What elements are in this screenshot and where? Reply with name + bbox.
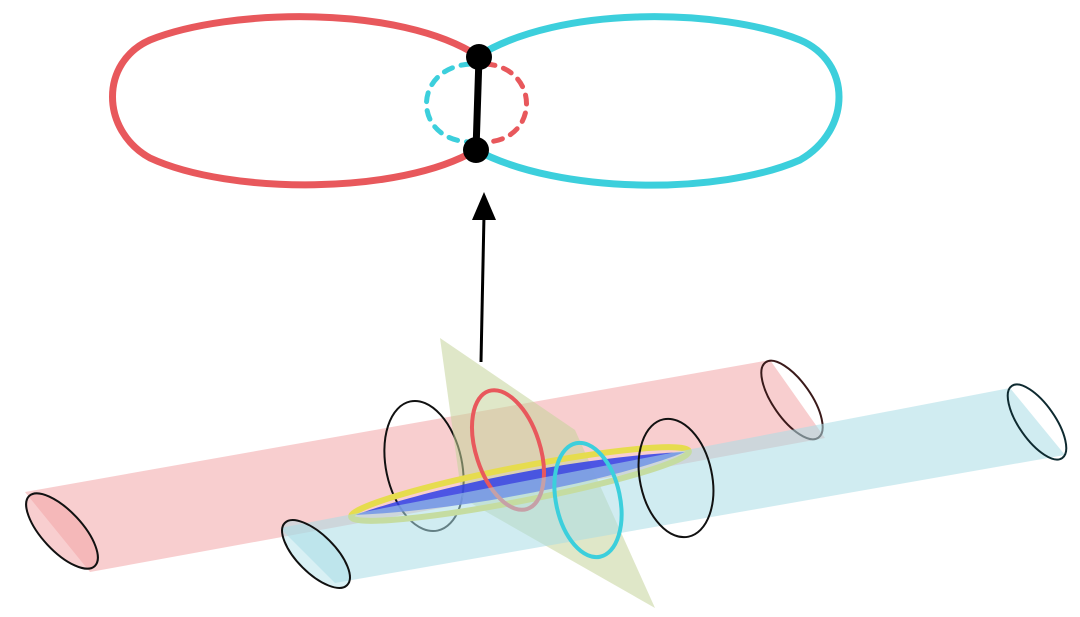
cyan-tube-section-rim xyxy=(637,417,715,539)
cyan-tube xyxy=(280,388,1065,583)
red-dashed-arc xyxy=(483,61,529,145)
cyan-section-loop xyxy=(552,440,624,560)
red-tube-left-rim xyxy=(25,492,99,570)
cyan-tube-right-rim xyxy=(1006,383,1068,461)
arrow-head xyxy=(472,192,496,220)
cyan-dashed-arc xyxy=(424,61,473,145)
cyan-tube-left-rim xyxy=(281,519,351,589)
top-node xyxy=(466,44,492,70)
bottom-node xyxy=(463,137,489,163)
red-loop xyxy=(109,13,482,189)
arrow-shaft xyxy=(479,214,486,363)
top-graph xyxy=(109,13,843,189)
cyan-loop xyxy=(472,13,843,189)
black-edge xyxy=(472,53,483,154)
arrow-up-icon xyxy=(472,192,496,363)
tube-scene xyxy=(25,338,1068,608)
red-tube xyxy=(25,360,825,572)
